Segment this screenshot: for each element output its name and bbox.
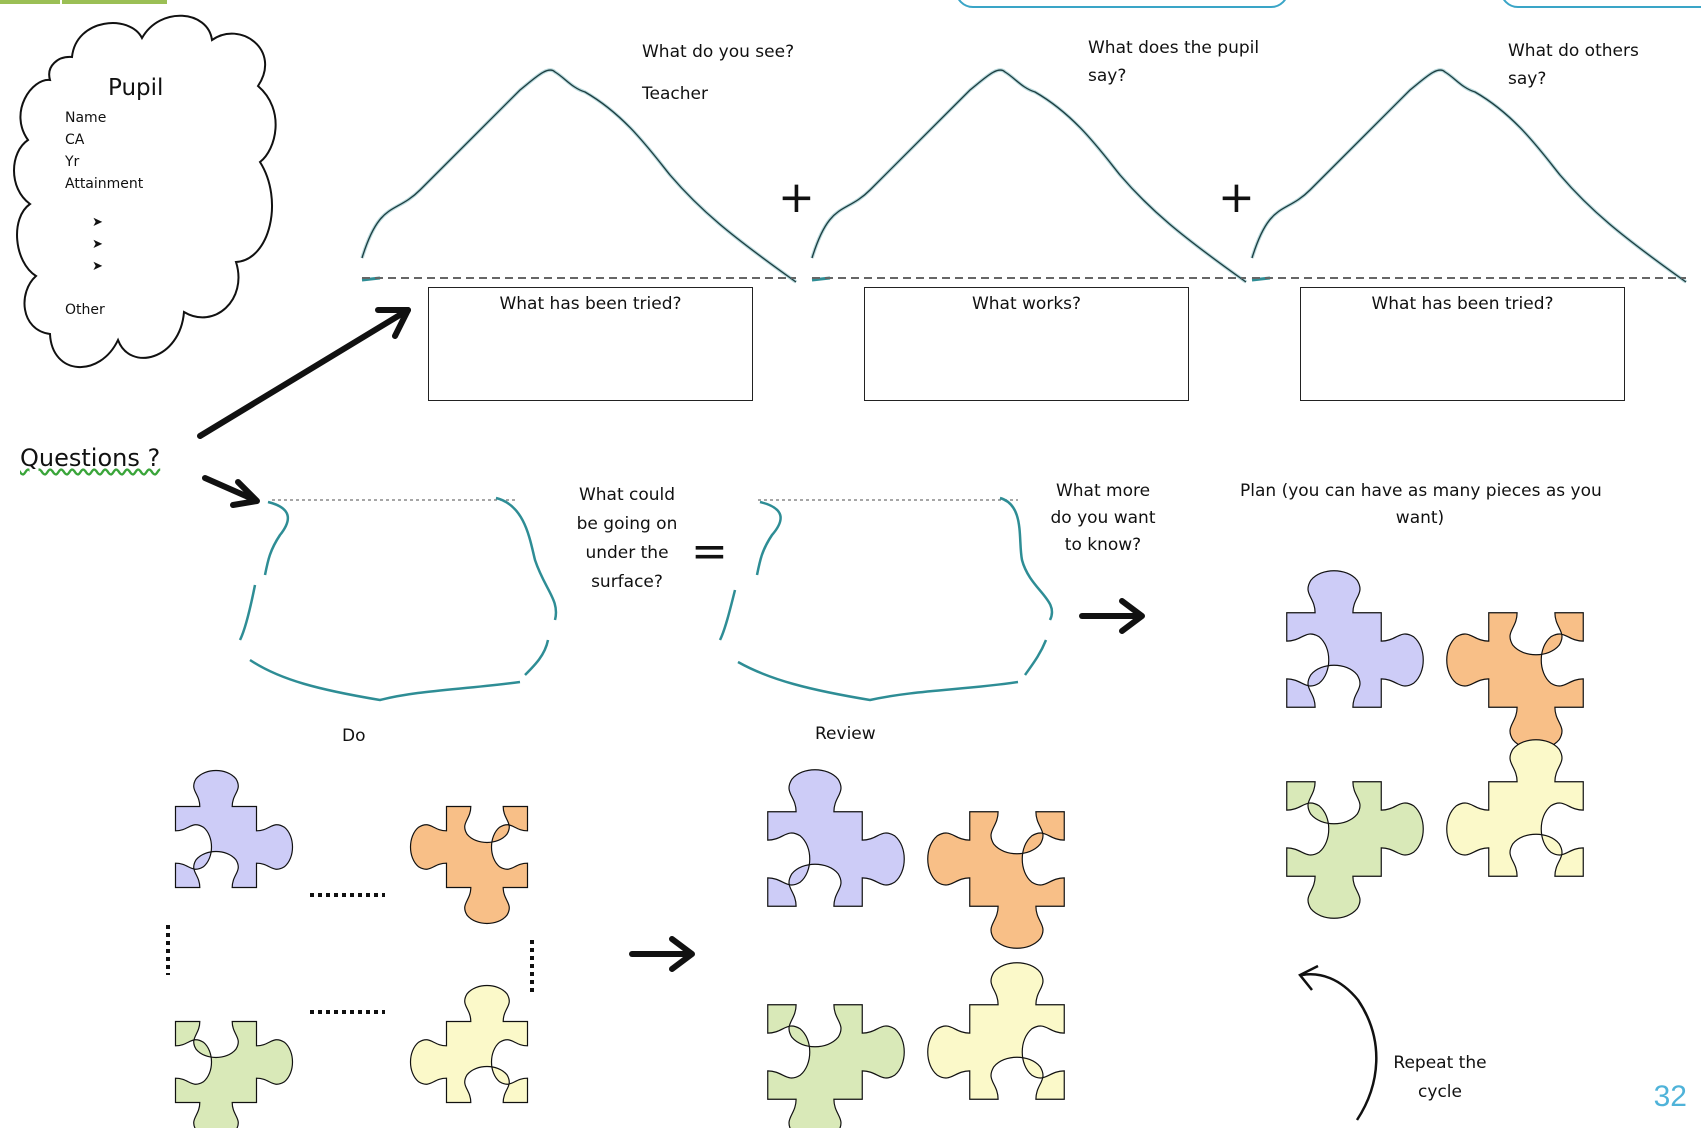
mountain-1 xyxy=(360,68,798,284)
mountain-2 xyxy=(810,68,1248,284)
box-3-label: What has been tried? xyxy=(1371,294,1554,314)
questions-label: Questions ? xyxy=(20,444,161,472)
bullet-arrow-icon: ➤ xyxy=(92,215,103,230)
pupil-cloud xyxy=(13,14,277,368)
top-tab-decoration-1 xyxy=(955,0,1289,8)
top-tab-decoration-2 xyxy=(1500,0,1701,8)
plan-label: Plan (you can have as many pieces as you… xyxy=(1240,478,1602,532)
mountain-3 xyxy=(1250,68,1688,284)
pupil-title: Pupil xyxy=(108,75,164,101)
box-what-works: What works? xyxy=(864,287,1189,401)
want-to-know-line: do you want xyxy=(1050,508,1156,528)
under-surface-text: What could be going on under the surface… xyxy=(572,481,682,597)
review-label: Review xyxy=(815,724,876,744)
pupil-fields: Name CA Yr Attainment xyxy=(65,107,143,195)
repeat-line: Repeat the xyxy=(1393,1053,1487,1073)
box-what-has-been-tried-1: What has been tried? xyxy=(428,287,753,401)
repeat-line: cycle xyxy=(1418,1082,1462,1102)
puzzle-do xyxy=(166,769,534,1128)
want-to-know-text: What more do you want to know? xyxy=(1042,478,1164,559)
mountain-2-question: What does the pupil xyxy=(1088,38,1260,58)
plus-operator-1: + xyxy=(778,172,815,223)
equals-operator: = xyxy=(691,526,728,577)
under-surface-line: under the xyxy=(585,543,669,563)
pupil-bullets: ➤ ➤ ➤ xyxy=(92,212,103,278)
page-number: 32 xyxy=(1653,1080,1687,1113)
mountain-1-question: What do you see? xyxy=(642,42,795,62)
under-surface-line: be going on xyxy=(576,514,678,534)
pupil-field-attainment: Attainment xyxy=(65,176,144,192)
underwater-shape-1 xyxy=(238,496,558,702)
box-what-has-been-tried-2: What has been tried? xyxy=(1300,287,1625,401)
plus-operator-2: + xyxy=(1218,172,1255,223)
plan-line: Plan (you can have as many pieces as you xyxy=(1240,481,1602,501)
repeat-cycle-text: Repeat the cycle xyxy=(1384,1049,1496,1107)
pupil-field-ca: CA xyxy=(65,132,85,148)
arrows xyxy=(197,307,1145,972)
do-label: Do xyxy=(342,726,366,746)
pupil-field-name: Name xyxy=(65,110,107,126)
mountain-3-question-cont: say? xyxy=(1508,69,1547,89)
puzzle-review xyxy=(767,769,1065,1128)
box-2-label: What works? xyxy=(971,294,1082,314)
want-to-know-line: What more xyxy=(1055,481,1151,501)
plan-line: want) xyxy=(1395,508,1445,528)
under-surface-line: surface? xyxy=(591,572,663,592)
box-1-label: What has been tried? xyxy=(499,294,682,314)
mountain-3-question: What do others xyxy=(1508,41,1639,61)
under-surface-line: What could xyxy=(578,485,676,505)
mountain-1-subtitle: Teacher xyxy=(642,84,708,104)
repeat-arrow xyxy=(1298,964,1378,1121)
want-to-know-line: to know? xyxy=(1064,535,1142,555)
pupil-other: Other xyxy=(65,302,105,318)
bullet-arrow-icon: ➤ xyxy=(92,237,103,252)
underwater-shape-2 xyxy=(718,496,1054,702)
puzzle-plan xyxy=(1286,570,1584,919)
mountain-2-question-cont: say? xyxy=(1088,66,1127,86)
pupil-field-yr: Yr xyxy=(65,154,80,170)
bullet-arrow-icon: ➤ xyxy=(92,259,103,274)
